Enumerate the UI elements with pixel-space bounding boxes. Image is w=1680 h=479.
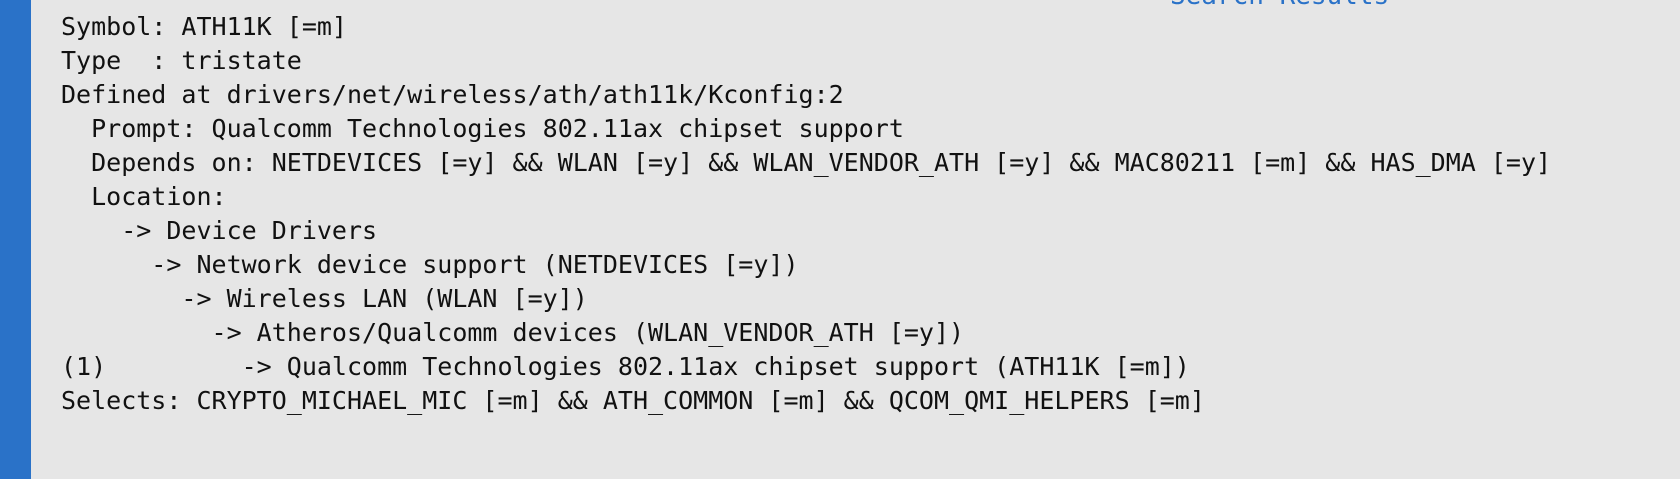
prompt-line: Prompt: Qualcomm Technologies 802.11ax c…	[61, 114, 904, 143]
type-line: Type : tristate	[61, 46, 302, 75]
symbol-line: Symbol: ATH11K [=m]	[61, 12, 347, 41]
location-jump-target-1[interactable]: (1) -> Qualcomm Technologies 802.11ax ch…	[61, 352, 1190, 381]
selects-line: Selects: CRYPTO_MICHAEL_MIC [=m] && ATH_…	[61, 386, 1205, 415]
defined-at-line: Defined at drivers/net/wireless/ath/ath1…	[61, 80, 844, 109]
location-level-4: -> Atheros/Qualcomm devices (WLAN_VENDOR…	[61, 318, 965, 347]
window-left-border	[0, 0, 31, 479]
depends-on-line: Depends on: NETDEVICES [=y] && WLAN [=y]…	[61, 148, 1552, 177]
symbol-help-text[interactable]: Symbol: ATH11K [=m] Type : tristate Defi…	[61, 10, 1551, 418]
location-level-3: -> Wireless LAN (WLAN [=y])	[61, 284, 588, 313]
location-level-1: -> Device Drivers	[61, 216, 378, 245]
window-title: Search Results	[1170, 0, 1389, 9]
location-level-2: -> Network device support (NETDEVICES [=…	[61, 250, 799, 279]
location-label: Location:	[61, 182, 227, 211]
